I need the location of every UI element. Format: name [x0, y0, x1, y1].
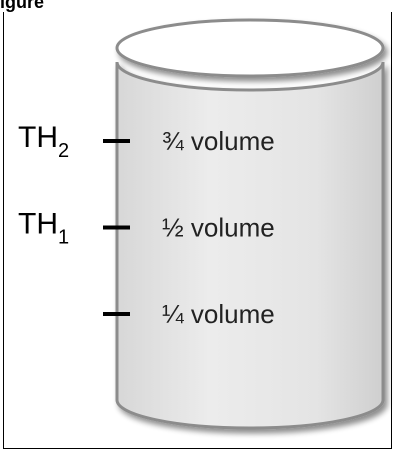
tank-cylinder: [115, 18, 385, 430]
volume-levels: ¾ volume ½ volume ¼ volume: [103, 126, 275, 329]
threshold-label: TH1: [18, 208, 69, 249]
figure-caption-fragment: igure: [0, 0, 45, 12]
tank-body: [115, 61, 385, 430]
threshold-base: TH: [18, 208, 58, 241]
level-label: ½ volume: [162, 213, 275, 243]
threshold-subscript: 2: [58, 140, 69, 162]
threshold-base: TH: [18, 121, 58, 154]
threshold-label: TH2: [18, 121, 69, 162]
threshold-subscript: 1: [58, 227, 69, 249]
level-label: ¼ volume: [162, 299, 275, 329]
figure-frame: [3, 12, 392, 449]
level-label: ¾ volume: [162, 126, 275, 156]
tank-top-opening: [115, 18, 385, 78]
